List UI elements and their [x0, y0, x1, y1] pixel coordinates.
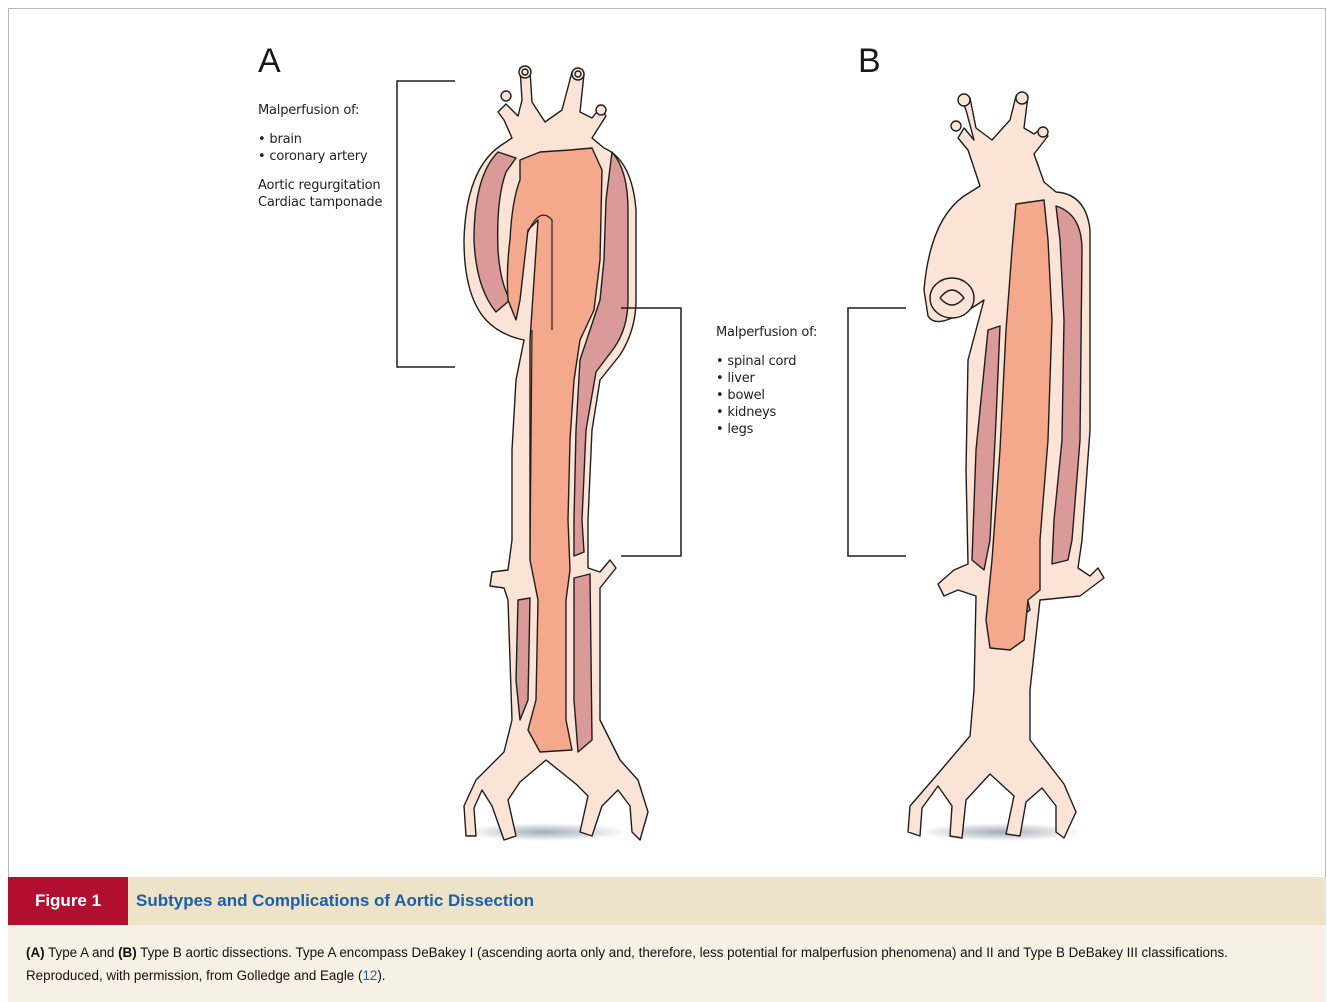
bracket-b	[848, 308, 906, 556]
legend-label-a: (A)	[26, 945, 45, 960]
panel-b-notes: Malperfusion of: • spinal cord • liver •…	[716, 324, 817, 438]
legend-text-b: Type B aortic dissections. Type A encomp…	[26, 945, 1228, 983]
panel-b-heading: Malperfusion of:	[716, 324, 817, 341]
caption-bar: Figure 1 Subtypes and Complications of A…	[8, 877, 1326, 925]
panel-b-item: • spinal cord	[716, 353, 817, 370]
legend-text-a: Type A and	[45, 945, 118, 960]
figure-tag: Figure 1	[8, 877, 128, 925]
legend-end: ).	[377, 968, 385, 983]
reference-link[interactable]: 12	[362, 968, 377, 983]
aorta-type-a	[463, 66, 648, 841]
figure-legend: (A) Type A and (B) Type B aortic dissect…	[26, 941, 1306, 987]
panel-b-item: • kidneys	[716, 404, 817, 421]
bracket-a-lower	[621, 308, 681, 556]
aorta-type-b	[908, 92, 1104, 841]
panel-a-extra: Cardiac tamponade	[258, 194, 382, 211]
panel-a-item: • coronary artery	[258, 148, 382, 165]
panel-a-heading: Malperfusion of:	[258, 102, 382, 119]
panel-b-item: • liver	[716, 370, 817, 387]
bracket-a-upper	[397, 81, 455, 367]
panel-b-item: • legs	[716, 421, 817, 438]
aorta-illustration	[0, 0, 1327, 880]
panel-a-notes: Malperfusion of: • brain • coronary arte…	[258, 102, 382, 211]
panel-letter-b: B	[858, 42, 881, 81]
panel-b-item: • bowel	[716, 387, 817, 404]
legend-label-b: (B)	[118, 945, 137, 960]
panel-a-item: • brain	[258, 131, 382, 148]
panel-letter-a: A	[258, 42, 281, 81]
figure-title: Subtypes and Complications of Aortic Dis…	[136, 877, 534, 925]
panel-a-extra: Aortic regurgitation	[258, 177, 382, 194]
